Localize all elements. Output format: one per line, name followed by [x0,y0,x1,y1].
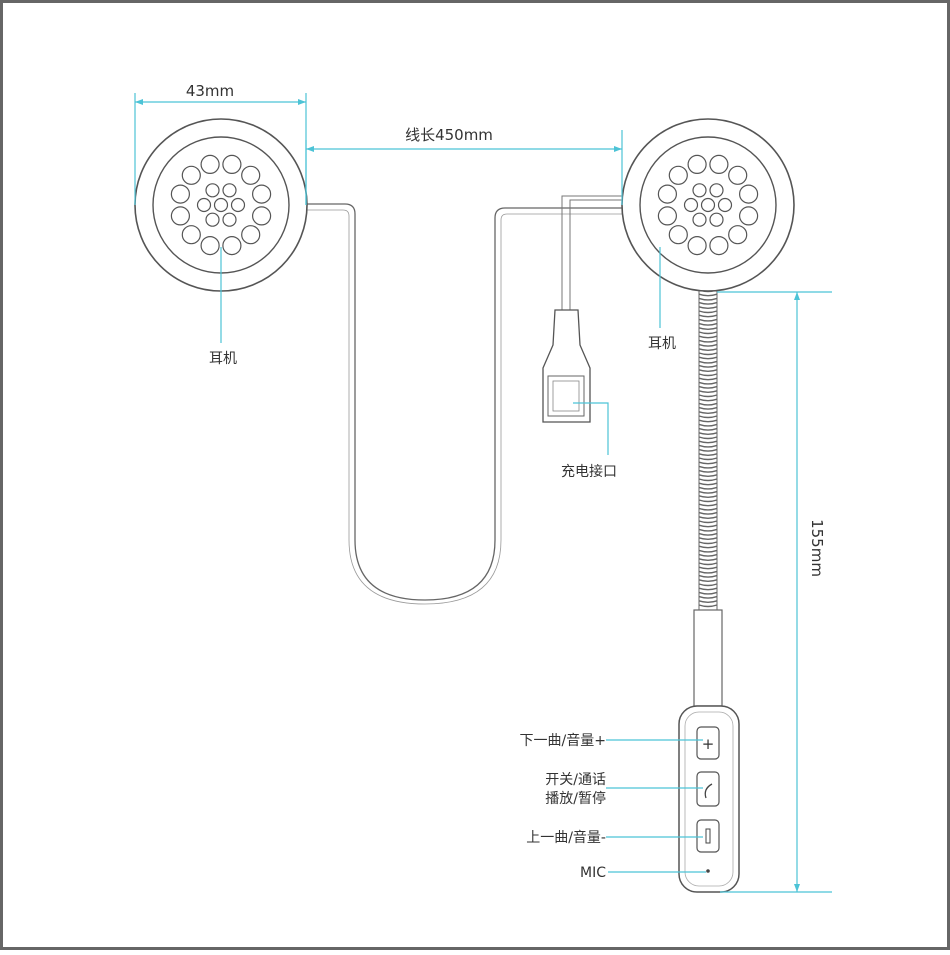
earphone-left-label: 耳机 [209,351,237,367]
grille-hole [709,212,724,227]
grille-hole [252,184,272,204]
phone-icon [704,783,713,799]
connecting-cable [306,203,622,601]
speaker-diameter-label: 43mm [186,82,234,100]
grille-hole [222,154,242,174]
leader-charging-port [573,402,609,455]
arrow-155-bottom [794,884,800,892]
charging-cable [561,195,622,312]
grille-hole [230,197,246,213]
power-call-button[interactable] [696,771,720,807]
volume-up-button[interactable]: + [696,726,720,760]
grille-hole [181,225,201,245]
grille-hole [687,236,707,256]
grille-hole [205,212,220,227]
plus-icon: + [702,735,715,753]
right-speaker [621,118,795,292]
grille-hole [738,184,759,204]
grille-hole [181,165,201,185]
volume-down-button[interactable] [696,819,720,853]
grille-hole [222,183,237,198]
power-call-label-line2: 播放/暂停 [545,790,606,807]
power-call-label-line1: 开关/通话 [545,772,606,788]
mic-label: MIC [580,865,606,881]
grille-hole [692,183,707,198]
connecting-cable-inner [306,209,622,605]
earphone-right-label: 耳机 [648,336,676,352]
grille-hole [222,236,242,256]
grille-hole [738,206,759,226]
grille-hole [709,183,724,198]
charging-port-label: 充电接口 [561,463,617,480]
volume-up-label: 下一曲/音量+ [520,732,606,749]
grille-hole [709,236,729,256]
left-speaker [134,118,308,292]
arrow-450-left [306,146,314,152]
grille-hole [657,184,678,204]
arrow-43-left [135,99,143,105]
grille-hole [657,206,678,226]
arrow-450-right [614,146,622,152]
volume-down-label: 上一曲/音量- [526,829,606,846]
grille-hole [728,165,748,185]
grille-hole [196,197,212,213]
grille-hole [687,154,707,174]
grille-hole [241,225,261,245]
grille-hole [683,197,699,213]
grille-hole [200,236,220,256]
minus-icon [705,828,711,844]
grille-hole [700,197,716,213]
arrow-43-right [298,99,306,105]
grille-hole [205,183,220,198]
grille-hole [728,225,748,245]
grille-hole [668,165,688,185]
grille-hole [222,212,237,227]
grille-hole [241,165,261,185]
mic-hole [706,869,710,873]
mic-boom [693,287,723,707]
grille-hole [709,154,729,174]
charging-connector [542,309,591,423]
grille-hole [717,197,733,213]
cable-length-label: 线长450mm [405,126,493,144]
mic-boom-length-label: 155mm [808,519,826,577]
grille-hole [692,212,707,227]
grille-hole [170,206,190,226]
grille-hole [200,154,220,174]
arrow-155-top [794,292,800,300]
grille-hole [213,197,229,213]
grille-hole [668,225,688,245]
grille-hole [252,206,272,226]
grille-hole [170,184,190,204]
